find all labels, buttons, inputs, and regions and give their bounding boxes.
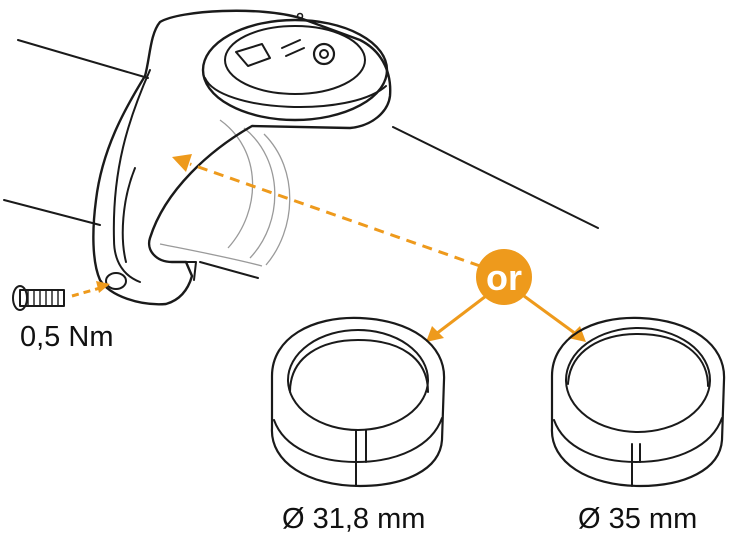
mount-clamp-icon: [92, 9, 392, 306]
arrow-icon: [523, 294, 586, 342]
shim-ring-icon: [550, 316, 726, 488]
handlebar: [3, 39, 599, 279]
ring-size-label-large: Ø 35 mm: [578, 503, 698, 535]
torque-label: 0,5 Nm: [20, 321, 114, 353]
dashed-arrow-icon: [172, 154, 481, 268]
arrow-icon: [426, 294, 487, 342]
dashed-arrow-icon: [71, 281, 110, 298]
ring-size-label-small: Ø 31,8 mm: [282, 503, 426, 535]
or-badge-text: or: [486, 257, 522, 298]
shim-ring-icon: [270, 316, 446, 488]
or-badge: or: [476, 249, 532, 305]
screw-icon: [12, 285, 65, 311]
clamp-hidden-edges: [159, 119, 291, 267]
